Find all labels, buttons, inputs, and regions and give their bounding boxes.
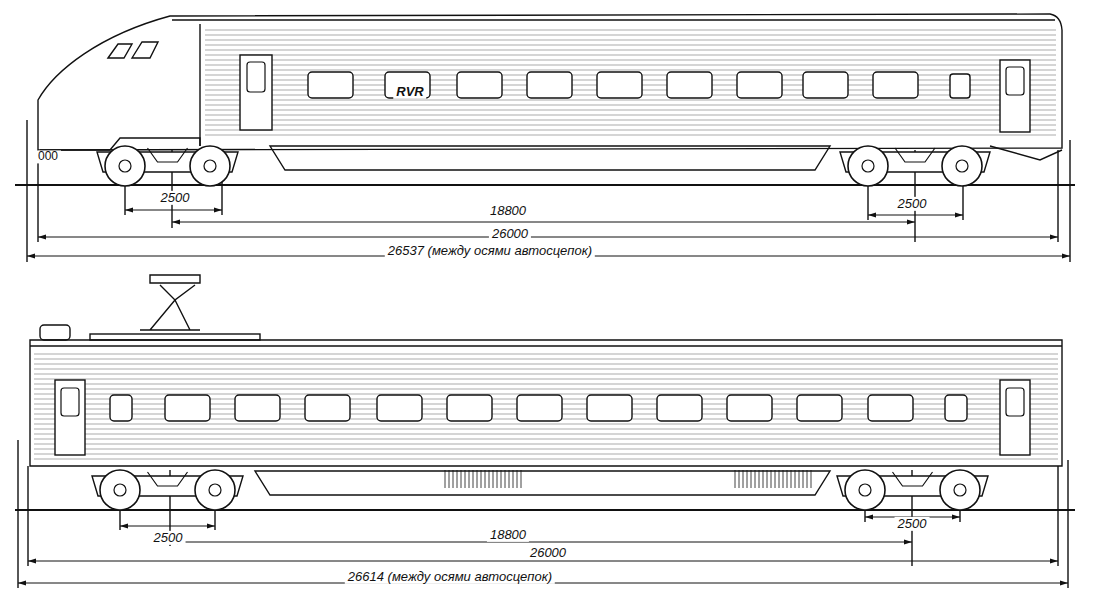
dimension-label: 2500 (151, 531, 186, 545)
dimension-label: 26537 (между осями автосцепок) (385, 244, 595, 258)
dimension-label: 2500 (895, 197, 930, 211)
dimension-label: 18800 (487, 528, 529, 542)
car-marking: RVR (393, 85, 426, 99)
dimension-label: 26614 (между осями автосцепок) (345, 570, 555, 584)
dimension-label: 26000 (489, 227, 531, 241)
dimension-label: 18800 (487, 204, 529, 218)
dimension-label: 2500 (895, 517, 930, 531)
dimension-label: 26000 (527, 546, 569, 560)
dimension-label: 2500 (158, 191, 193, 205)
car-number: 000 (35, 150, 61, 163)
